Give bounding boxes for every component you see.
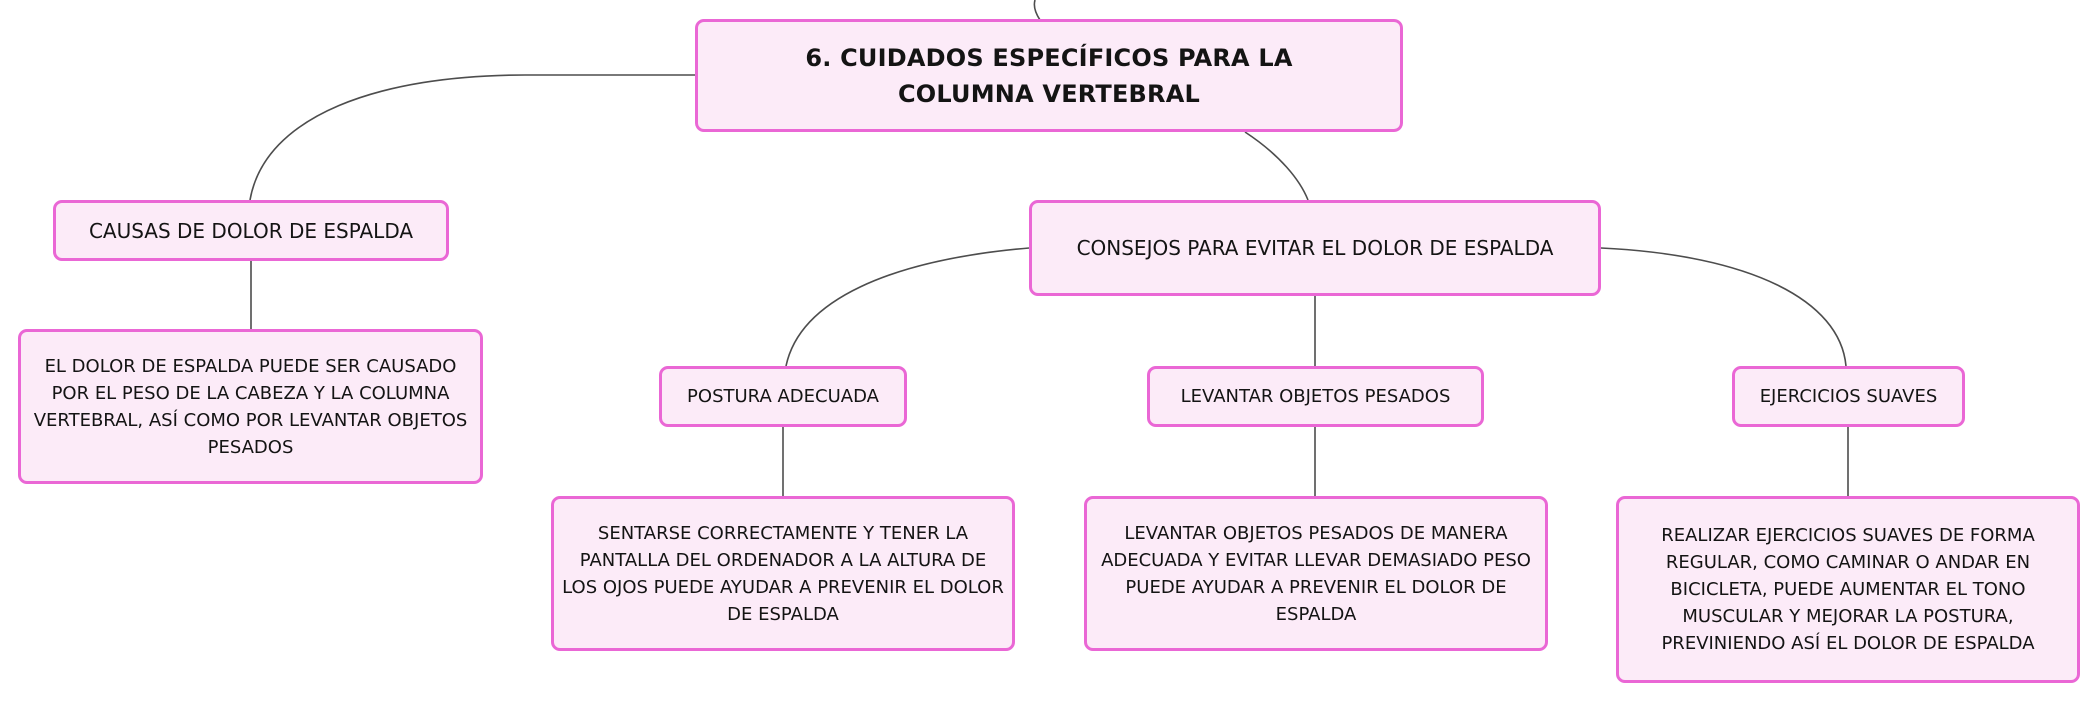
ejercicios-detail-node[interactable]: REALIZAR EJERCICIOS SUAVES DE FORMA REGU… <box>1616 496 2080 683</box>
root-node[interactable]: 6. CUIDADOS ESPECÍFICOS PARA LA COLUMNA … <box>695 19 1403 132</box>
connector-root-to-causes <box>249 74 697 201</box>
postura-detail-node[interactable]: SENTARSE CORRECTAMENTE Y TENER LA PANTAL… <box>551 496 1015 651</box>
causes-node[interactable]: CAUSAS DE DOLOR DE ESPALDA <box>53 200 449 261</box>
ejercicios-node[interactable]: EJERCICIOS SUAVES <box>1732 366 1965 427</box>
connector-advice-to-ejercicios <box>1600 247 1847 367</box>
connector-root-to-advice <box>1244 131 1309 201</box>
root-node-label: 6. CUIDADOS ESPECÍFICOS PARA LA COLUMNA … <box>805 43 1293 108</box>
causes-node-label: CAUSAS DE DOLOR DE ESPALDA <box>88 218 414 243</box>
ejercicios-node-label: EJERCICIOS SUAVES <box>1759 385 1938 407</box>
causes-detail-text: EL DOLOR DE ESPALDA PUEDE SER CAUSADO PO… <box>33 355 468 458</box>
levantar-node[interactable]: LEVANTAR OBJETOS PESADOS <box>1147 366 1484 427</box>
postura-detail-text: SENTARSE CORRECTAMENTE Y TENER LA PANTAL… <box>562 522 1004 625</box>
levantar-detail-text: LEVANTAR OBJETOS PESADOS DE MANERA ADECU… <box>1101 522 1531 625</box>
connector-advice-to-postura <box>785 247 1030 367</box>
postura-node[interactable]: POSTURA ADECUADA <box>659 366 907 427</box>
levantar-node-label: LEVANTAR OBJETOS PESADOS <box>1180 385 1451 407</box>
advice-node-label: CONSEJOS PARA EVITAR EL DOLOR DE ESPALDA <box>1076 236 1554 260</box>
connector-parent-to-root <box>1033 0 1041 21</box>
ejercicios-detail-text: REALIZAR EJERCICIOS SUAVES DE FORMA REGU… <box>1661 525 2035 654</box>
postura-node-label: POSTURA ADECUADA <box>687 385 879 407</box>
levantar-detail-node[interactable]: LEVANTAR OBJETOS PESADOS DE MANERA ADECU… <box>1084 496 1548 651</box>
causes-detail-node[interactable]: EL DOLOR DE ESPALDA PUEDE SER CAUSADO PO… <box>18 329 483 484</box>
advice-node[interactable]: CONSEJOS PARA EVITAR EL DOLOR DE ESPALDA <box>1029 200 1601 296</box>
